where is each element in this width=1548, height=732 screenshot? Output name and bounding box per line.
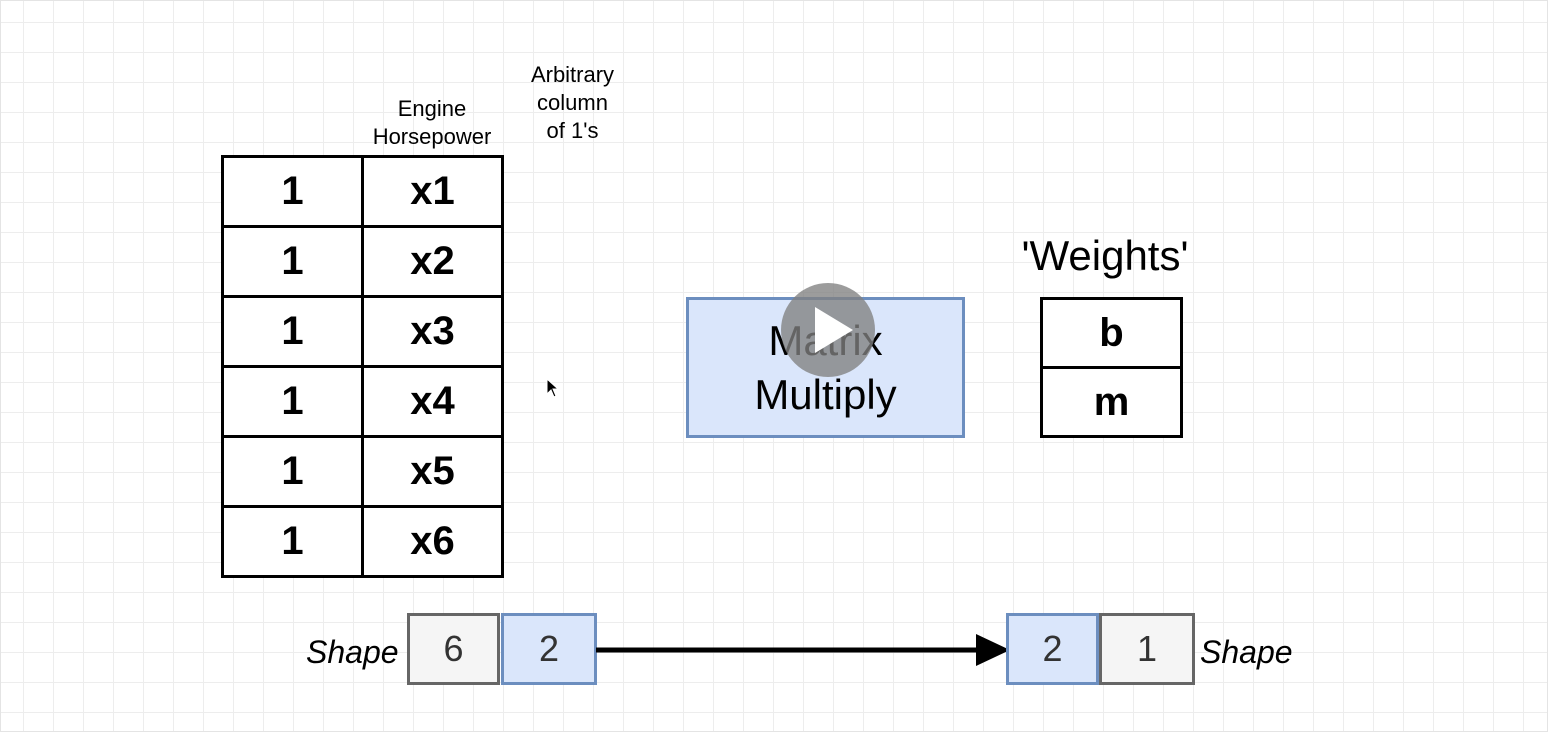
matrix-row: 1 x4 [221, 365, 504, 438]
weights-matrix: b m [1040, 297, 1183, 438]
play-icon[interactable] [781, 283, 875, 377]
matrix-row: 1 x2 [221, 225, 504, 298]
matrix-row: 1 x6 [221, 505, 504, 578]
weight-cell-m: m [1040, 366, 1183, 438]
feature-cell: x2 [361, 225, 504, 298]
arbitrary-column-label: Arbitrary column of 1's [530, 62, 615, 143]
play-triangle-icon [815, 307, 853, 353]
ones-cell: 1 [221, 295, 364, 368]
feature-cell: x3 [361, 295, 504, 368]
weights-row: b [1040, 297, 1183, 369]
left-shape-cols: 2 [501, 613, 597, 685]
right-shape-rows: 2 [1006, 613, 1099, 685]
matrix-row: 1 x5 [221, 435, 504, 508]
feature-cell: x6 [361, 505, 504, 578]
feature-matrix: 1 x1 1 x2 1 x3 1 x4 1 x5 1 x6 [221, 155, 504, 578]
weights-row: m [1040, 366, 1183, 438]
ones-cell: 1 [221, 365, 364, 438]
right-shape-cols: 1 [1099, 613, 1195, 685]
left-shape-rows: 6 [407, 613, 500, 685]
ones-cell: 1 [221, 155, 364, 228]
ones-cell: 1 [221, 505, 364, 578]
feature-cell: x5 [361, 435, 504, 508]
matrix-row: 1 x1 [221, 155, 504, 228]
shape-arrow [596, 634, 1010, 666]
mouse-pointer-icon [546, 378, 560, 398]
weights-title: 'Weights' [1021, 232, 1189, 279]
matrix-row: 1 x3 [221, 295, 504, 368]
feature-cell: x1 [361, 155, 504, 228]
left-shape-label: Shape [306, 634, 399, 670]
right-shape-label: Shape [1200, 634, 1293, 670]
ones-cell: 1 [221, 435, 364, 508]
weight-cell-b: b [1040, 297, 1183, 369]
feature-cell: x4 [361, 365, 504, 438]
engine-horsepower-label: Engine Horsepower [372, 96, 492, 149]
ones-cell: 1 [221, 225, 364, 298]
